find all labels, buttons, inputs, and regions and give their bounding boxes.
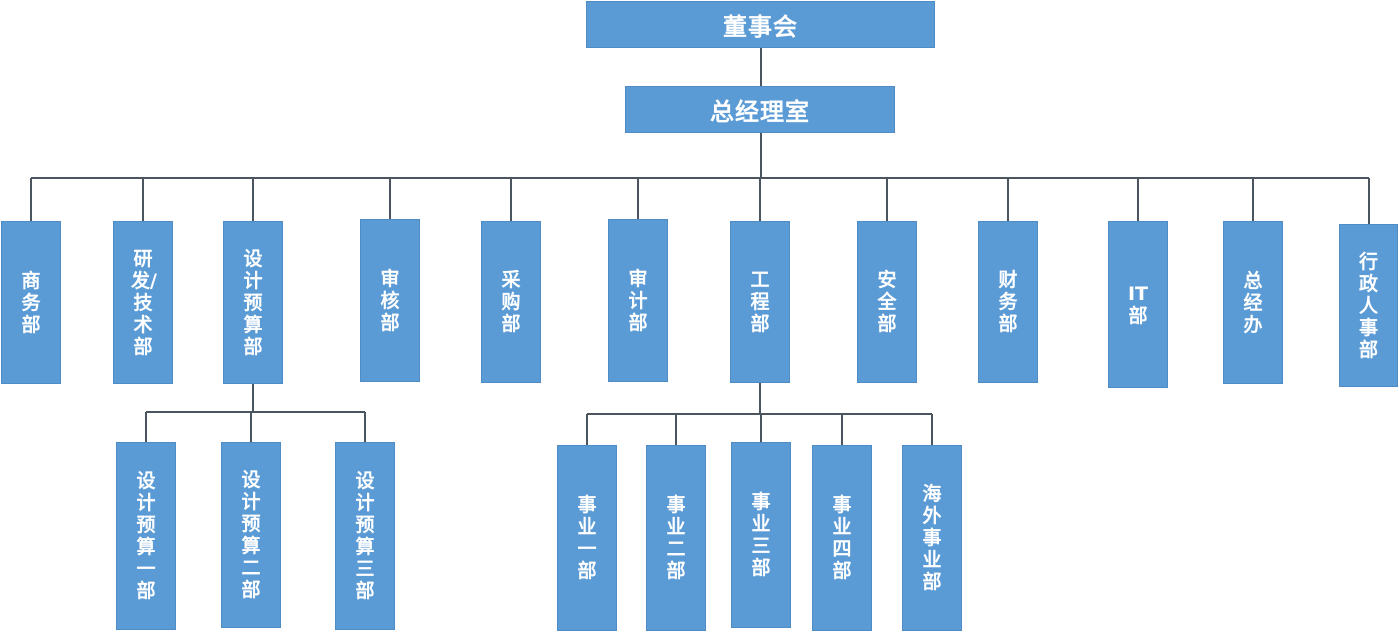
gm-office-label: 总经理室 — [710, 98, 810, 126]
dept-it-node: IT部 — [1108, 221, 1168, 388]
dept-gm-office-admin-node: 总经办 — [1223, 221, 1283, 384]
dept-label: 工程部 — [750, 269, 770, 335]
dept-label: 审计部 — [628, 267, 648, 334]
sub-dept-label: 设计预算一部 — [136, 470, 156, 602]
eng-sub-2-node: 事业二部 — [646, 445, 706, 631]
sub-dept-label: 设计预算二部 — [241, 469, 261, 601]
design-sub-3-node: 设计预算三部 — [335, 442, 395, 630]
dept-engineering-node: 工程部 — [730, 221, 790, 383]
dept-safety-node: 安全部 — [857, 221, 917, 383]
sub-dept-label: 事业一部 — [577, 494, 597, 582]
sub-dept-label: 事业二部 — [666, 494, 686, 582]
eng-sub-4-node: 事业四部 — [812, 445, 872, 631]
board-label: 董事会 — [723, 13, 798, 41]
eng-sub-1-node: 事业一部 — [557, 445, 617, 631]
sub-dept-label: 设计预算三部 — [355, 470, 375, 602]
sub-dept-label: 事业四部 — [832, 494, 852, 582]
dept-label: 财务部 — [998, 269, 1018, 335]
dept-label: 设计预算部 — [243, 247, 263, 358]
dept-label: 采购部 — [501, 269, 521, 335]
dept-label: 安全部 — [877, 269, 897, 335]
dept-label: 行政人事部 — [1358, 250, 1378, 361]
dept-label: 研发/技术部 — [131, 247, 157, 358]
dept-label: IT部 — [1127, 282, 1149, 327]
eng-sub-3-node: 事业三部 — [731, 442, 791, 628]
sub-dept-label: 事业三部 — [751, 491, 771, 579]
design-sub-1-node: 设计预算一部 — [116, 442, 176, 630]
dept-admin-hr-node: 行政人事部 — [1339, 224, 1398, 387]
dept-review-node: 审核部 — [360, 219, 420, 382]
dept-label: 审核部 — [380, 267, 400, 334]
dept-procurement-node: 采购部 — [481, 221, 541, 383]
dept-business-node: 商务部 — [1, 221, 61, 384]
dept-design-budget-node: 设计预算部 — [223, 221, 283, 384]
dept-rnd-node: 研发/技术部 — [113, 221, 173, 384]
dept-label: 总经办 — [1243, 269, 1263, 336]
dept-label: 商务部 — [21, 269, 41, 336]
dept-finance-node: 财务部 — [978, 221, 1038, 383]
eng-overseas-node: 海外事业部 — [902, 445, 962, 631]
sub-dept-label: 海外事业部 — [922, 483, 942, 593]
board-node: 董事会 — [586, 1, 935, 48]
dept-audit-node: 审计部 — [608, 219, 668, 382]
gm-office-node: 总经理室 — [625, 86, 895, 133]
design-sub-2-node: 设计预算二部 — [221, 442, 281, 628]
